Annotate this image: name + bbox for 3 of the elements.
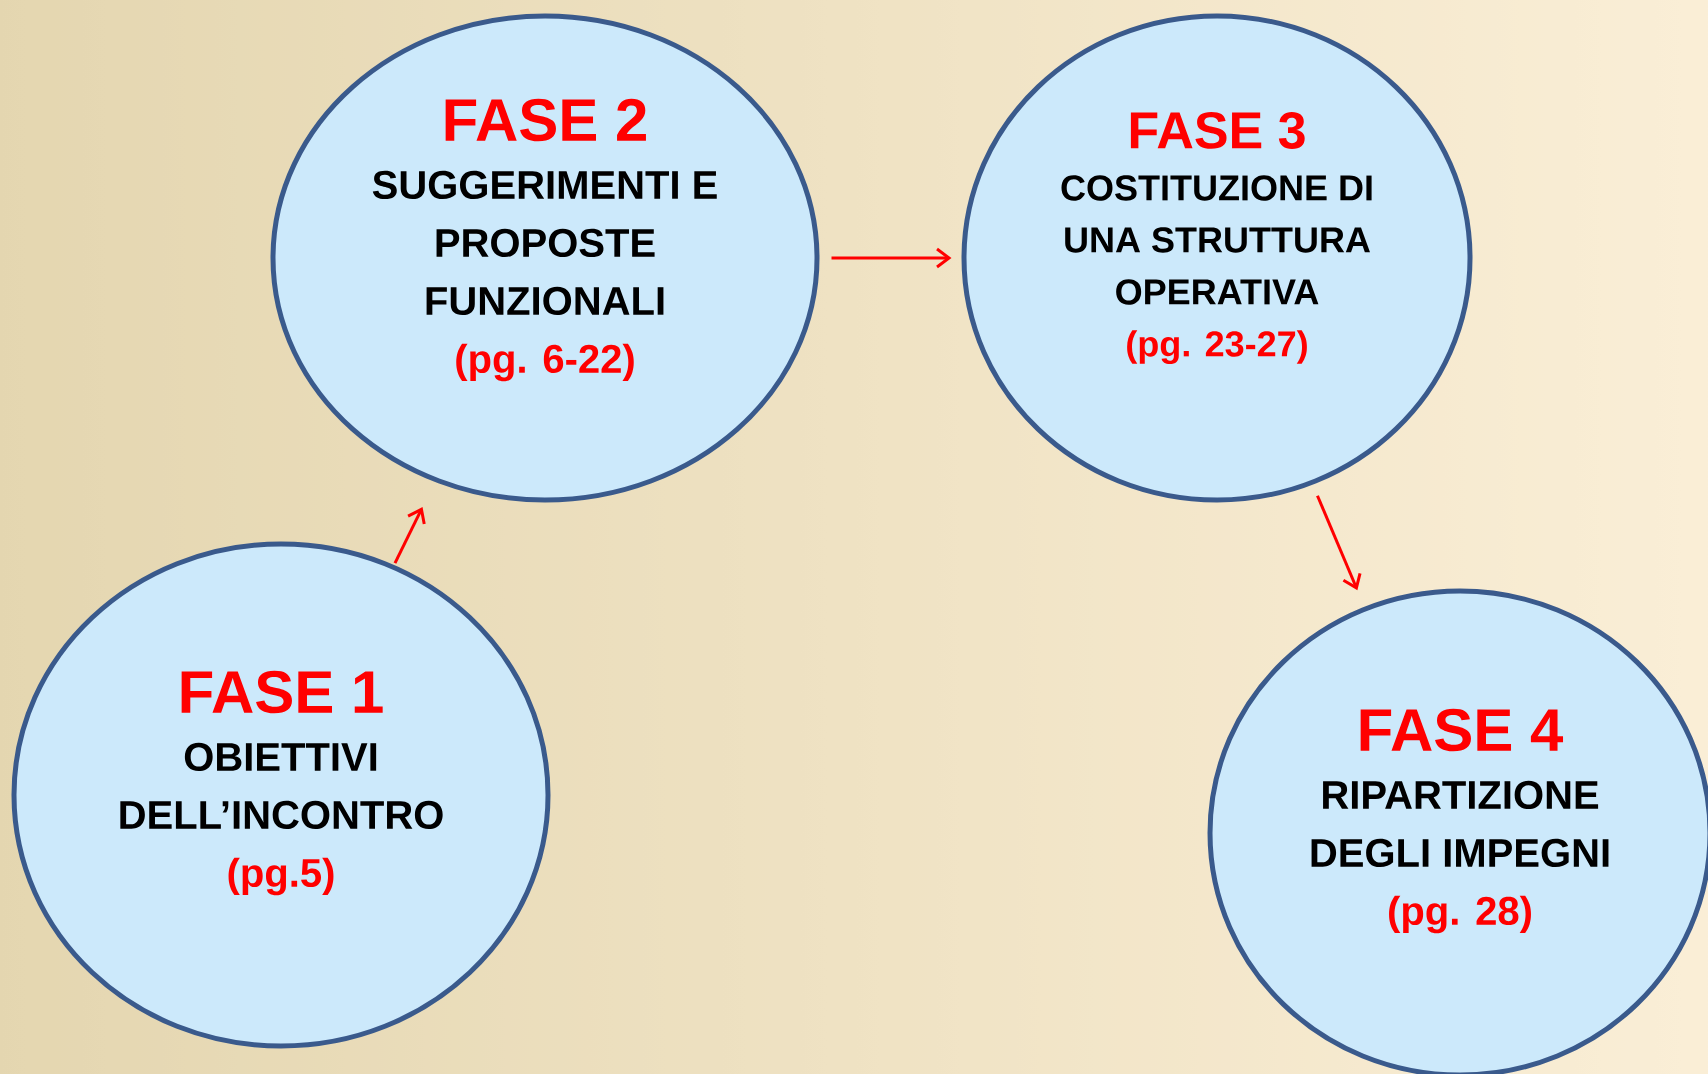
- arrow: [831, 247, 952, 269]
- arrow: [1316, 495, 1362, 591]
- arrow: [393, 507, 426, 564]
